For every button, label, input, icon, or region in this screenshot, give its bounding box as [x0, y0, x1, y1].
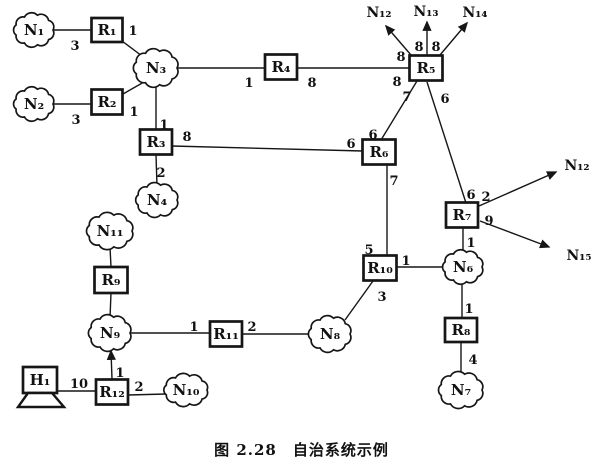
- link-cost-n9-r11: 1: [189, 320, 198, 335]
- router-label-R9: R₉: [101, 271, 120, 289]
- link-r5-r6: [380, 80, 418, 141]
- router-label-R11: R₁₁: [213, 325, 239, 343]
- link-r3-n4: [155, 154, 158, 187]
- router-label-R4: R₄: [271, 58, 290, 76]
- network-cloud-N7: [437, 370, 484, 410]
- arrow-link-r5-n14: [439, 21, 469, 56]
- router-box-R6: [361, 138, 397, 166]
- link-cost-r12-n10: 2: [134, 380, 143, 395]
- link-r2-n3: [122, 81, 145, 95]
- network-label-N10: N₁₀: [173, 381, 200, 399]
- router-label-R1: R₁: [97, 21, 116, 39]
- link-cost-r5-r7: 6: [466, 188, 475, 203]
- link-cost-r7-n12-right: 2: [481, 190, 490, 205]
- external-network-label-N12-right: N₁₂: [564, 158, 589, 174]
- network-cloud-N8: [307, 314, 352, 354]
- router-label-R2: R₂: [97, 93, 116, 111]
- link-n11-r9: [109, 246, 112, 268]
- network-cloud-N1: [12, 11, 55, 49]
- router-label-R7: R₇: [452, 206, 471, 224]
- link-cost-r5-n14: 8: [431, 40, 440, 55]
- network-label-N11: N₁₁: [97, 222, 124, 240]
- link-cost-r3-r6: 6: [346, 137, 355, 152]
- router-label-R10: R₁₀: [367, 259, 393, 277]
- figure-caption: 图 2.28 自治系统示例: [214, 441, 389, 459]
- link-cost-r2-n3: 1: [129, 105, 138, 120]
- network-cloud-N10: [162, 372, 209, 408]
- network-label-N3: N₃: [146, 59, 166, 77]
- link-cost-r5-r6: 6: [368, 128, 377, 143]
- link-cost-r1-n3: 1: [128, 24, 137, 39]
- router-box-R4: [263, 53, 299, 81]
- arrow-link-r7-n15: [479, 220, 551, 249]
- network-cloud-N9: [87, 313, 132, 353]
- router-box-R11: [208, 320, 244, 348]
- router-box-R9: [93, 265, 129, 295]
- link-cost-r5-r6: 7: [402, 90, 411, 105]
- router-box-R5: [408, 54, 444, 82]
- network-label-N8: N₈: [320, 325, 341, 343]
- link-cost-r11-n8: 2: [247, 320, 256, 335]
- external-network-label-N13: N₁₃: [413, 4, 438, 20]
- router-box-R2: [90, 88, 124, 116]
- link-cost-r10-n6: 1: [401, 254, 410, 269]
- network-label-N6: N₆: [453, 258, 474, 276]
- link-cost-n6-r8: 1: [464, 302, 473, 317]
- network-label-N9: N₉: [100, 324, 120, 342]
- link-cost-r4-r5: 8: [307, 76, 316, 91]
- router-box-R3: [138, 128, 174, 156]
- link-cost-r4-r5: 8: [392, 75, 401, 90]
- network-label-N7: N₇: [451, 381, 471, 399]
- external-network-label-N14: N₁₄: [462, 5, 487, 21]
- host-label-H1: H₁: [30, 371, 51, 389]
- link-cost-r6-r10: 5: [364, 243, 373, 258]
- external-network-label-N15: N₁₅: [566, 248, 591, 264]
- link-cost-r12-n9: 1: [115, 366, 124, 381]
- link-cost-r6-r10: 7: [389, 174, 398, 189]
- link-r12-n10: [127, 393, 167, 396]
- network-cloud-N6: [441, 248, 484, 286]
- network-label-N4: N₄: [147, 191, 168, 209]
- network-label-N2: N₂: [24, 95, 44, 113]
- router-box-R8: [443, 316, 479, 344]
- link-r10-n8: [344, 280, 374, 321]
- router-box-R10: [362, 254, 398, 282]
- link-cost-r3-n4: 2: [156, 166, 165, 181]
- router-label-R5: R₅: [416, 59, 435, 77]
- router-box-R7: [444, 201, 480, 229]
- network-cloud-N11: [85, 211, 134, 251]
- network-label-N1: N₁: [24, 21, 44, 39]
- host-base-H1: [15, 391, 67, 409]
- link-cost-r5-r7: 6: [440, 92, 449, 107]
- link-cost-h1-r12: 10: [70, 377, 88, 392]
- link-cost-r10-n8: 3: [377, 290, 386, 305]
- network-cloud-N4: [134, 181, 179, 219]
- link-cost-r8-n7: 4: [468, 353, 477, 368]
- link-cost-n3-r4: 1: [244, 76, 253, 91]
- link-cost-n2-r2: 3: [71, 113, 80, 128]
- link-r9-n9: [109, 292, 112, 319]
- link-cost-n1-r1: 3: [70, 39, 79, 54]
- arrow-link-r5-n12-top: [384, 24, 412, 56]
- network-cloud-N3: [132, 47, 179, 89]
- router-label-R3: R₃: [146, 133, 165, 151]
- router-label-R6: R₆: [369, 143, 388, 161]
- link-r5-r7: [426, 81, 467, 204]
- router-box-R1: [90, 16, 124, 44]
- link-cost-n3-r3: 1: [159, 118, 168, 133]
- network-cloud-N2: [12, 85, 55, 123]
- arrow-link-r7-n12-right: [478, 171, 558, 207]
- link-cost-r5-n13: 8: [414, 40, 423, 55]
- router-label-R12: R₁₂: [99, 383, 125, 401]
- link-cost-r3-r6: 8: [182, 130, 191, 145]
- router-label-R8: R₈: [451, 321, 470, 339]
- link-cost-r7-n6: 1: [466, 236, 475, 251]
- external-network-label-N12-top: N₁₂: [366, 5, 391, 21]
- link-cost-r7-n15: 9: [484, 214, 493, 229]
- arrow-link-r12-n9: [106, 349, 116, 380]
- link-cost-r5-n12-top: 8: [396, 50, 405, 65]
- router-box-R12: [94, 378, 130, 406]
- link-r3-r6: [171, 145, 364, 152]
